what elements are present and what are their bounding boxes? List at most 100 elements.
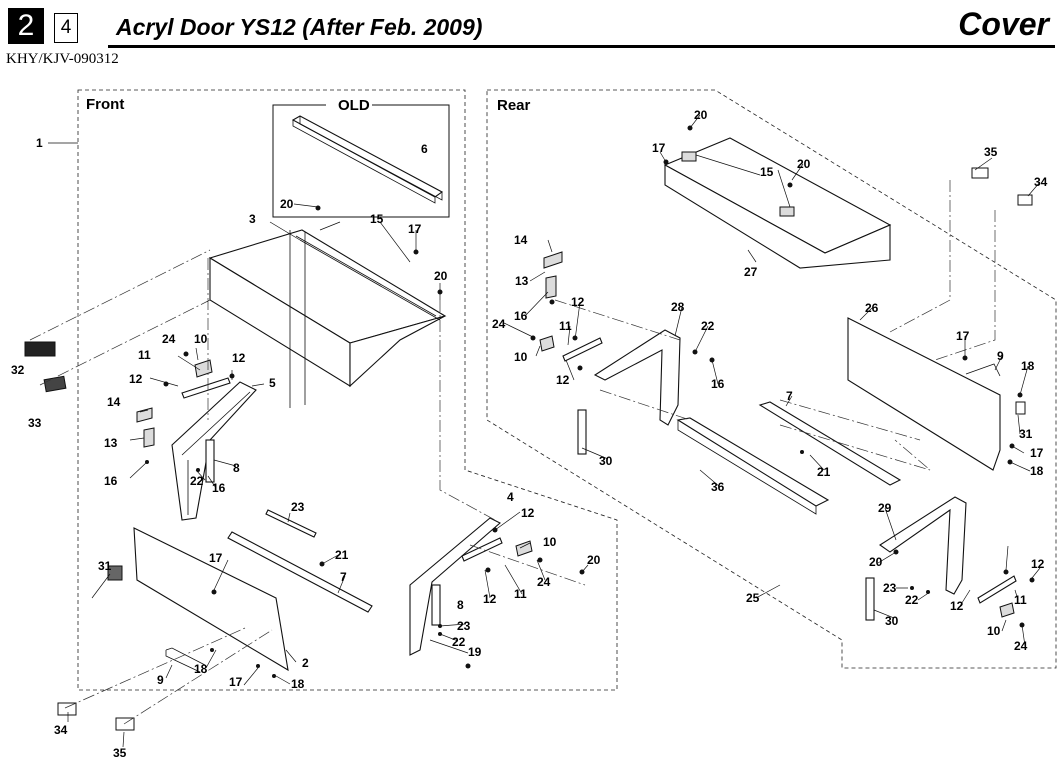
rear-leaders	[503, 114, 1041, 647]
callout-front-37: 9	[157, 673, 164, 687]
callout-rear-38: 30	[885, 614, 899, 628]
callout-front-26: 4	[507, 490, 514, 504]
callout-rear-9: 16	[514, 309, 528, 323]
callout-rear-1: 17	[652, 141, 666, 155]
callout-front-18: 8	[233, 461, 240, 475]
callout-front-35: 22	[452, 635, 466, 649]
rear-handle-part	[965, 363, 1001, 377]
front-gas-spring-part	[181, 377, 231, 399]
front-strip-23-part	[265, 509, 317, 538]
callout-front-13: 14	[107, 395, 121, 409]
callout-rear-2: 15	[760, 165, 774, 179]
front-leaders	[48, 142, 589, 748]
front-bracket-b-part	[515, 540, 533, 557]
vent-31-part	[107, 565, 123, 581]
front-plate-8b-part	[431, 584, 441, 626]
callout-front-21: 23	[291, 500, 305, 514]
badge-32-part	[24, 341, 56, 357]
front-top-cover-slope	[349, 315, 446, 388]
rear-roof-flange	[664, 164, 891, 269]
front-catch-part	[143, 427, 155, 448]
callout-rear-36: 10	[987, 624, 1001, 638]
callout-rear-34: 12	[950, 599, 964, 613]
rear-phantom-lines	[554, 180, 996, 471]
callout-front-32: 11	[514, 587, 527, 601]
callout-front-2: 6	[421, 142, 428, 156]
callout-front-28: 10	[543, 535, 557, 549]
section-number-badge: 2	[8, 8, 44, 44]
callout-front-9: 11	[138, 348, 151, 362]
rear-frame-29-part	[879, 496, 967, 595]
old-rail-part	[291, 115, 444, 198]
callout-rear-20: 9	[997, 349, 1004, 363]
front-phantom-lines	[29, 249, 586, 725]
callout-front-36: 19	[468, 645, 482, 659]
page-title: Acryl Door YS12 (After Feb. 2009)	[116, 14, 483, 40]
old-inset-label: OLD	[338, 97, 370, 114]
rear-bracket-part	[539, 335, 555, 352]
callout-front-43: 35	[113, 746, 127, 760]
rear-vent-31-part	[1015, 401, 1026, 415]
callout-front-0: 1	[36, 136, 43, 150]
callout-rear-25: 30	[599, 454, 613, 468]
callout-rear-35: 11	[1014, 593, 1027, 607]
rear-panel-outline	[486, 89, 1057, 669]
callout-front-3: 20	[280, 197, 294, 211]
callout-front-27: 12	[521, 506, 535, 520]
callout-rear-16: 22	[701, 319, 715, 333]
callout-front-14: 13	[104, 436, 118, 450]
callout-rear-3: 20	[797, 157, 811, 171]
callout-rear-7: 14	[514, 233, 528, 247]
front-plate-8-part	[205, 439, 215, 483]
callout-front-41: 2	[302, 656, 309, 670]
callout-front-24: 21	[335, 548, 349, 562]
callout-front-20: 33	[28, 416, 42, 430]
callout-rear-11: 11	[559, 319, 572, 333]
callout-rear-21: 18	[1021, 359, 1035, 373]
rear-gas-spring-b-part	[977, 575, 1017, 604]
old-rail-flange	[292, 116, 443, 204]
callout-front-38: 18	[194, 662, 208, 676]
front-callouts: 1 3 6 20 15 17 20 24 10 11 12 12 5 14 13…	[11, 136, 601, 760]
front-handle-part	[165, 647, 206, 673]
callout-rear-15: 28	[671, 300, 685, 314]
badge-33-part	[43, 375, 67, 393]
callout-rear-19: 17	[956, 329, 970, 343]
front-hinge-frame-detail	[181, 391, 251, 515]
callout-rear-14: 12	[556, 373, 570, 387]
callout-front-10: 12	[232, 351, 246, 365]
callout-rear-23: 17	[1030, 446, 1044, 460]
fastener-dots	[145, 125, 1035, 678]
rear-plate-30a-part	[577, 409, 587, 455]
callout-rear-13: 10	[514, 350, 528, 364]
callout-front-33: 8	[457, 598, 464, 612]
callout-front-25: 7	[340, 570, 347, 584]
header-rule	[108, 45, 1055, 48]
callout-rear-5: 34	[1034, 175, 1048, 189]
callout-front-31: 12	[483, 592, 497, 606]
rear-bracket-b-part	[999, 602, 1015, 618]
rear-label-35-part	[971, 167, 989, 179]
callout-rear-18: 26	[865, 301, 879, 315]
page-number-box: 4	[54, 13, 78, 43]
callout-rear-12: 24	[492, 317, 506, 331]
callout-rear-27: 21	[817, 465, 831, 479]
callout-front-42: 34	[54, 723, 68, 737]
rear-panel-label: Rear	[497, 97, 531, 114]
callout-rear-28: 36	[711, 480, 725, 494]
callout-rear-0: 20	[694, 108, 708, 122]
callout-front-1: 3	[249, 212, 256, 226]
callout-front-15: 16	[104, 474, 118, 488]
front-panel-label: Front	[86, 96, 124, 113]
document-code: KHY/KJV-090312	[6, 51, 119, 67]
callout-rear-4: 35	[984, 145, 998, 159]
callout-rear-17: 16	[711, 377, 725, 391]
callout-front-11: 12	[129, 372, 143, 386]
callout-front-34: 23	[457, 619, 471, 633]
callout-rear-33: 22	[905, 593, 919, 607]
callout-rear-10: 12	[571, 295, 585, 309]
label-plate-34-part	[57, 702, 77, 716]
callout-front-5: 17	[408, 222, 422, 236]
rear-catch-part	[545, 275, 557, 299]
